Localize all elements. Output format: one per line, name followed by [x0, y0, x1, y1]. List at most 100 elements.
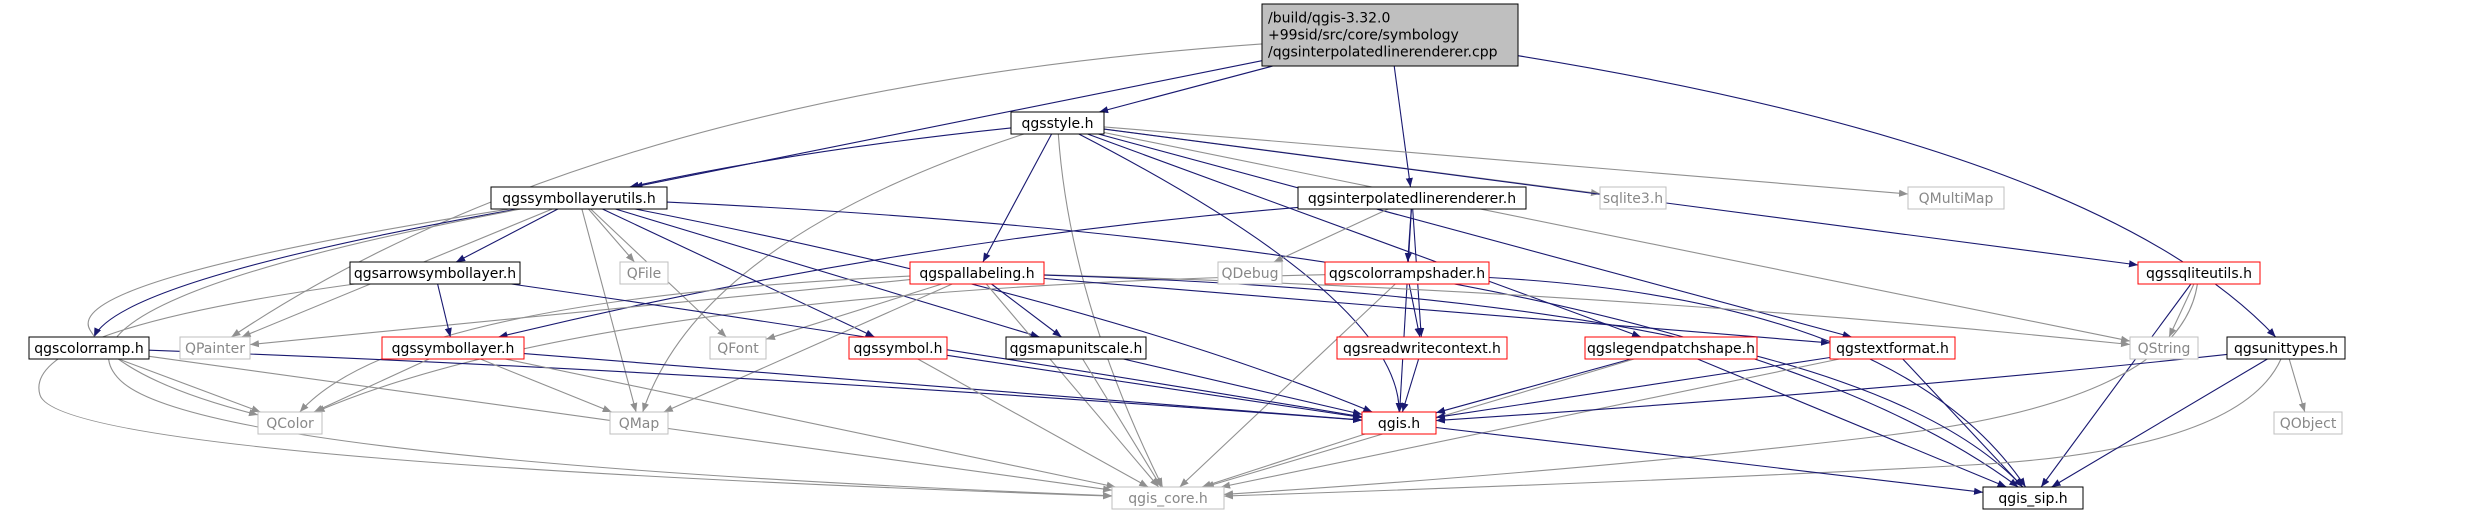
node-box-qfont: [709, 336, 767, 360]
node-box-qgsarrowsymbollayer: [349, 261, 521, 285]
edge-qgstextformat-to-qgis_sip: [1902, 358, 2024, 488]
node-qgsinterpolatedlinerenderer[interactable]: qgsinterpolatedlinerenderer.h: [1297, 186, 1527, 210]
node-qgis_sip[interactable]: qgis_sip.h: [1982, 486, 2084, 510]
edge-qgssymbollayerutils-to-qgssymbol: [602, 208, 875, 338]
node-qgssqliteutils[interactable]: qgssqliteutils.h: [2137, 261, 2261, 285]
node-qgsstyle[interactable]: qgsstyle.h: [1010, 111, 1105, 135]
node-label-qmultimap: QMultiMap: [1919, 191, 1994, 207]
edge-qgsstyle-to-qstring: [1103, 131, 2131, 343]
node-qgslegendpatchshape[interactable]: qgslegendpatchshape.h: [1584, 336, 1758, 360]
edge-qgsarrowsymbollayer-to-qgis_core: [38, 283, 1113, 500]
node-qgssymbollayer[interactable]: qgssymbollayer.h: [381, 336, 525, 360]
edge-qgsunittypes-to-qobject: [2288, 358, 2306, 413]
node-qgscolorrampshader[interactable]: qgscolorrampshader.h: [1324, 261, 1490, 285]
node-box-qpainter: [179, 336, 251, 360]
node-qgssymbollayerutils[interactable]: qgssymbollayerutils.h: [490, 186, 668, 210]
node-qmap: QMap: [609, 411, 669, 435]
node-qgsunittypes[interactable]: qgsunittypes.h: [2226, 336, 2346, 360]
node-label-qgssymbollayerutils: qgssymbollayerutils.h: [502, 191, 656, 207]
edge-qgssymbollayer-to-qgis_core: [505, 358, 1116, 489]
edge-qgsstyle-to-qmap: [642, 133, 1025, 413]
node-box-qgscolorrampshader: [1324, 261, 1490, 285]
node-qgsarrowsymbollayer[interactable]: qgsarrowsymbollayer.h: [349, 261, 521, 285]
node-box-qgscolorramp: [28, 336, 150, 360]
node-label-qgsmapunitscale: qgsmapunitscale.h: [1010, 341, 1143, 357]
node-label-qgis_core: qgis_core.h: [1128, 491, 1208, 507]
edge-qgssymbollayerutils-to-qgsmapunitscale: [615, 208, 1040, 338]
node-qdebug: QDebug: [1217, 261, 1283, 285]
node-label-qgssymbol: qgssymbol.h: [854, 341, 943, 357]
edge-qgssymbollayerutils-to-qgis: [635, 208, 1373, 413]
node-root[interactable]: /build/qgis-3.32.0+99sid/src/core/symbol…: [1261, 3, 1519, 67]
node-box-qgsstyle: [1010, 111, 1105, 135]
edge-qgspallabeling-to-qgis_core: [985, 283, 1160, 488]
node-label-qgssymbollayer: qgssymbollayer.h: [392, 341, 515, 357]
edge-qgsmapunitscale-to-qgis_core: [1082, 358, 1162, 488]
node-box-qobject: [2273, 411, 2343, 435]
edge-qgspallabeling-to-qmap: [663, 283, 953, 413]
edge-qgspallabeling-to-qgis_sip: [1043, 274, 2024, 488]
edge-root-to-qpainter: [231, 43, 1263, 338]
node-qgscolorramp[interactable]: qgscolorramp.h: [28, 336, 150, 360]
node-box-qcolor: [257, 411, 323, 435]
edge-qgsstyle-to-qgssymbollayerutils: [629, 127, 1012, 189]
node-box-qmap: [609, 411, 669, 435]
node-box-qgsmapunitscale: [1005, 336, 1147, 360]
edge-qgspallabeling-to-qgsmapunitscale: [991, 283, 1062, 338]
node-box-qgssqliteutils: [2137, 261, 2261, 285]
node-qobject: QObject: [2273, 411, 2343, 435]
edge-qgssymbollayer-to-qcolor: [313, 358, 430, 413]
node-box-qgis_core: [1111, 486, 1225, 510]
node-qgsmapunitscale[interactable]: qgsmapunitscale.h: [1005, 336, 1147, 360]
node-qfile: QFile: [619, 261, 669, 285]
node-label-qgsunittypes: qgsunittypes.h: [2234, 341, 2338, 357]
node-box-sqlite3: [1599, 186, 1667, 210]
edge-qgsinterpolatedlinerenderer-to-qgis: [1396, 208, 1412, 413]
edge-qgscolorramp-to-qgis: [148, 349, 1363, 424]
node-qgspallabeling[interactable]: qgspallabeling.h: [909, 261, 1045, 285]
edge-qgssymbollayerutils-to-qmap: [581, 208, 638, 413]
node-label-qgscolorrampshader: qgscolorrampshader.h: [1329, 266, 1485, 282]
node-qpainter: QPainter: [179, 336, 251, 360]
edge-qgsstyle-to-qmultimap: [1103, 126, 1909, 197]
node-label-qgspallabeling: qgspallabeling.h: [919, 266, 1034, 282]
edge-qgssymbollayerutils-to-qgis_core: [108, 208, 1113, 500]
edge-qgssymbollayerutils-to-qgsarrowsymbollayer: [455, 208, 559, 263]
node-label-qgssqliteutils: qgssqliteutils.h: [2146, 266, 2252, 282]
node-qgssymbol[interactable]: qgssymbol.h: [848, 336, 948, 360]
edge-qgsunittypes-to-qgis: [1435, 353, 2228, 424]
node-box-qstring: [2129, 336, 2199, 360]
edge-qgssymbol-to-qgis_core: [917, 358, 1149, 488]
edge-qgssymbollayerutils-to-qgis_sip: [666, 201, 2019, 488]
node-qgstextformat[interactable]: qgstextformat.h: [1829, 336, 1956, 360]
node-qstring: QString: [2129, 336, 2199, 360]
node-label-sqlite3: sqlite3.h: [1603, 191, 1663, 207]
node-label-qgsinterpolatedlinerenderer: qgsinterpolatedlinerenderer.h: [1308, 191, 1516, 207]
edge-qgssqliteutils-to-qgis_core: [1223, 283, 2198, 498]
edge-qgsunittypes-to-qgis_sip: [2051, 358, 2268, 488]
node-box-qgstextformat: [1829, 336, 1956, 360]
node-qgis[interactable]: qgis.h: [1361, 411, 1437, 435]
node-box-qdebug: [1217, 261, 1283, 285]
edge-qgspallabeling-to-qfont: [765, 283, 943, 340]
edge-root-to-qgsunittypes: [1517, 55, 2277, 338]
node-label-qpainter: QPainter: [185, 341, 245, 357]
edge-qgssymbollayerutils-to-qcolor: [87, 208, 510, 417]
edge-qgssqliteutils-to-qstring: [2168, 283, 2195, 338]
edge-qgscolorrampshader-to-qgsreadwritecontext: [1408, 283, 1422, 338]
edge-qgslegendpatchshape-to-qgis: [1435, 358, 1632, 414]
node-qgsreadwritecontext[interactable]: qgsreadwritecontext.h: [1336, 336, 1508, 360]
edge-root-to-qgsstyle: [1098, 65, 1274, 114]
node-box-qgspallabeling: [909, 261, 1045, 285]
node-label-qgis_sip: qgis_sip.h: [1998, 491, 2067, 507]
node-qcolor: QColor: [257, 411, 323, 435]
node-box-qmultimap: [1907, 186, 2005, 210]
edge-qgscolorrampshader-to-qgis_core: [1179, 283, 1396, 488]
node-box-qgssymbollayer: [381, 336, 525, 360]
edge-qgspallabeling-to-qpainter: [249, 279, 911, 348]
edge-qgscolorrampshader-to-qcolor: [315, 274, 1326, 413]
node-label-qgsreadwritecontext: qgsreadwritecontext.h: [1343, 341, 1501, 357]
edge-qgssymbollayerutils-to-qfile: [588, 208, 635, 263]
node-box-qgssymbollayerutils: [490, 186, 668, 210]
